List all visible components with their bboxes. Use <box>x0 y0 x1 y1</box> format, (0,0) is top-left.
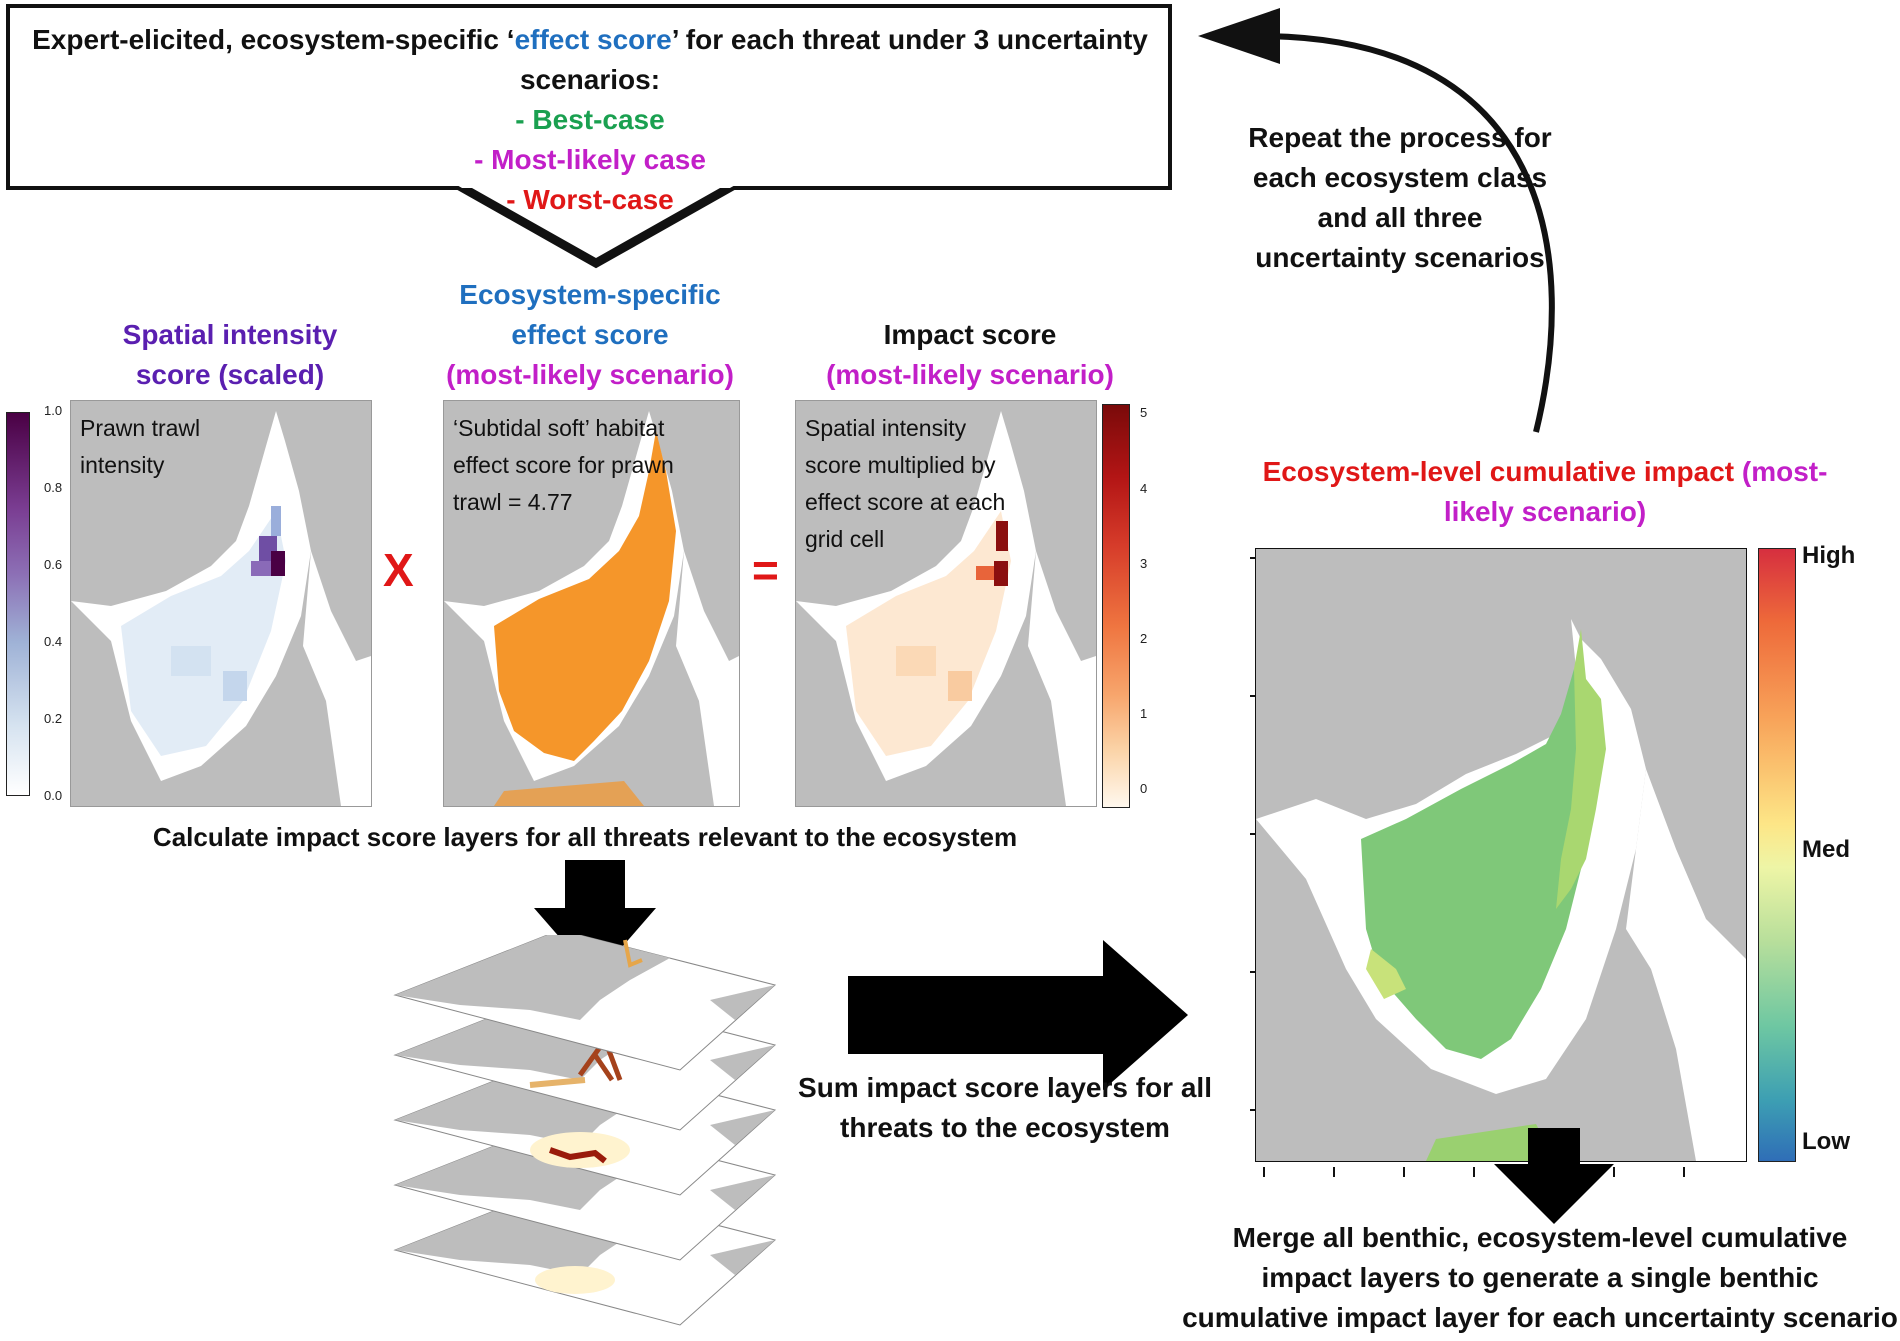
colorbar-tick: 4 <box>1140 481 1148 496</box>
panel3-label: Spatial intensity score multiplied by ef… <box>805 415 1006 552</box>
merge-text: Merge all benthic, ecosystem-level cumul… <box>1182 1222 1898 1333</box>
merge-down-arrow <box>1494 1128 1614 1224</box>
colorbar-tick: 5 <box>1140 405 1148 420</box>
intensity-colorbar <box>6 412 30 796</box>
sum-text: Sum impact score layers for all threats … <box>798 1072 1212 1143</box>
colorbar-tick: 2 <box>1140 631 1148 646</box>
ecosystem-title: Ecosystem-level cumulative impact (most-… <box>1262 456 1828 527</box>
colorbar-tick: 0.0 <box>44 788 63 803</box>
colorbar-tick: 1.0 <box>44 403 63 418</box>
most-likely-case-label: - Most-likely case <box>474 144 706 175</box>
down-arrow <box>534 860 656 978</box>
repeat-curved-arrow <box>1198 8 1555 433</box>
equals-operator: = <box>752 544 779 596</box>
impact-colorbar <box>1102 404 1130 808</box>
ecosystem-cumulative-map <box>1255 548 1747 1162</box>
best-case-label: - Best-case <box>515 104 665 135</box>
top-callout-shape <box>6 4 1172 269</box>
legend-med-label: Med <box>1802 836 1850 863</box>
panel1-label: Prawn trawl intensity <box>80 415 201 478</box>
panel2-label: ‘Subtidal soft’ habitat effect score for… <box>453 415 674 515</box>
stacked-impact-layers <box>393 935 777 1326</box>
panel3-title: Impact score (most-likely scenario) <box>826 319 1114 390</box>
right-arrow <box>848 940 1188 1090</box>
multiply-operator: X <box>383 544 414 596</box>
colorbar-tick: 0.6 <box>44 557 63 572</box>
colorbar-tick: 0.8 <box>44 480 63 495</box>
colorbar-tick: 3 <box>1140 556 1148 571</box>
calculate-text: Calculate impact score layers for all th… <box>152 822 1018 852</box>
colorbar-tick: 0.4 <box>44 634 63 649</box>
panel1-title: Spatial intensity score (scaled) <box>122 319 338 390</box>
repeat-process-text: Repeat the process for each ecosystem cl… <box>1248 122 1552 273</box>
colorbar-tick: 1 <box>1140 706 1148 721</box>
worst-case-label: - Worst-case <box>506 184 674 215</box>
impact-score-map <box>795 400 1097 807</box>
effect-score-map <box>443 400 740 807</box>
intensity-map <box>70 400 372 807</box>
legend-high-label: High <box>1802 542 1856 569</box>
layer-1 <box>393 935 777 1071</box>
top-callout-text: Expert-elicited, ecosystem-specific ‘eff… <box>10 20 1170 220</box>
colorbar-tick: 0 <box>1140 781 1148 796</box>
colorbar-tick: 0.2 <box>44 711 63 726</box>
ecosystem-colorbar <box>1758 548 1796 1162</box>
panel2-title: Ecosystem-specific effect score (most-li… <box>446 279 734 390</box>
legend-low-label: Low <box>1802 1128 1850 1155</box>
